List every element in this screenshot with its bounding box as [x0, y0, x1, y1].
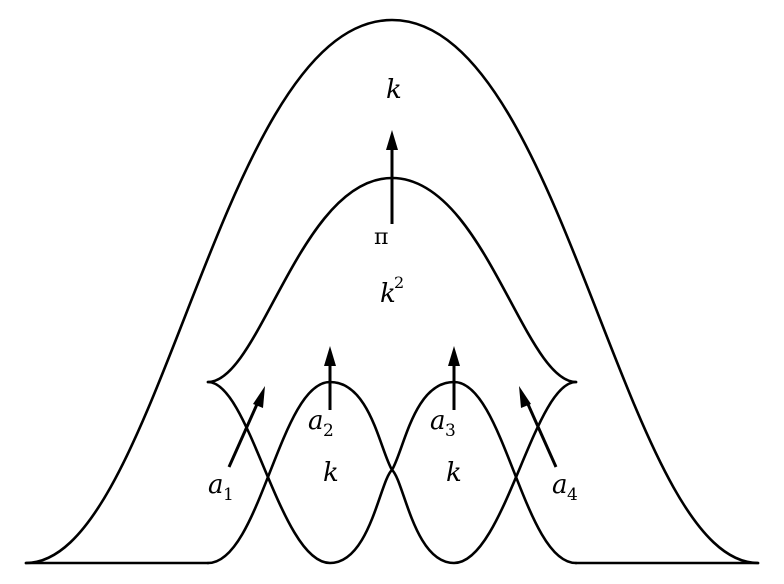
right-bump-curve [390, 380, 578, 565]
label-middle-k-exp: 2 [394, 273, 404, 292]
label-top-k: k [386, 75, 402, 105]
a1-arrow [227, 386, 265, 468]
label-a4-sub: 4 [567, 485, 578, 505]
left-bump-curve [206, 380, 394, 565]
label-pi: π [374, 225, 388, 250]
outer-curve [24, 18, 760, 565]
a2-arrow [324, 346, 336, 410]
a3-arrow [448, 346, 460, 410]
label-a4: a [552, 470, 568, 500]
label-a3-sub: 3 [445, 421, 456, 441]
label-a2-sub: 2 [323, 421, 334, 441]
pi-arrow [386, 130, 398, 224]
label-middle-k: k [380, 279, 396, 309]
a4-arrow [519, 386, 558, 468]
label-a3: a [430, 406, 446, 436]
label-a1: a [208, 470, 224, 500]
left-lower-curve [206, 380, 394, 565]
label-a1-sub: 1 [223, 485, 234, 505]
right-lower-curve [390, 380, 578, 565]
label-a2: a [308, 406, 324, 436]
label-right-k: k [446, 458, 462, 488]
label-left-k: k [323, 458, 339, 488]
